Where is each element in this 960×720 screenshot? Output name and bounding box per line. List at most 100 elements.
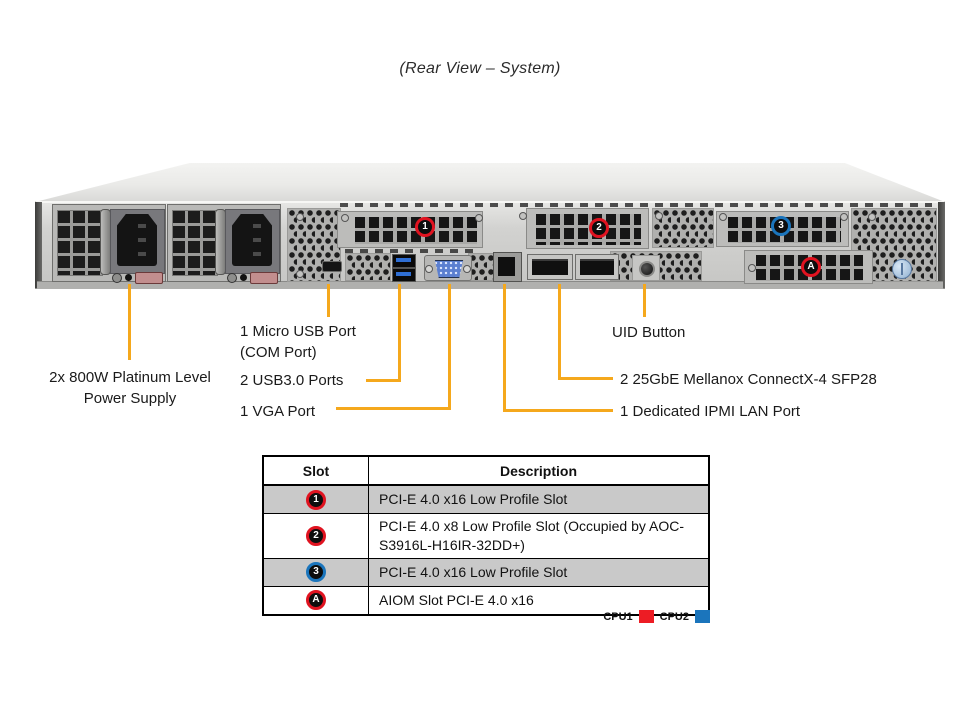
psu-inlet-plate: [110, 209, 165, 274]
ac-inlet-c14: [232, 214, 272, 266]
leader-psu: [128, 284, 131, 360]
usb-tongue: [396, 272, 411, 276]
psu-power-led: [240, 274, 247, 281]
ac-pin: [138, 238, 146, 242]
slot-cell: A: [262, 585, 369, 616]
leader-usb3-vertical: [398, 284, 401, 382]
psu-fan-grille: [172, 210, 218, 276]
ac-pin: [253, 238, 261, 242]
vent-dash-row: [345, 249, 480, 253]
vent-mesh: [652, 208, 714, 248]
leader-vga-horizontal: [336, 407, 451, 410]
table-row: 2 PCI-E 4.0 x8 Low Profile Slot (Occupie…: [262, 513, 710, 559]
ac-pin: [138, 252, 146, 256]
screw: [296, 213, 304, 221]
psu-release-latch: [135, 272, 163, 284]
cpu1-color-swatch: [638, 610, 654, 623]
legend-cpu2-label: CPU2: [659, 610, 689, 623]
slot-cell: 1: [262, 484, 369, 514]
thumbscrew-slot: [901, 263, 903, 275]
description-cell: PCI-E 4.0 x16 Low Profile Slot: [368, 484, 710, 514]
chassis-bottom-edge: [37, 281, 943, 289]
rack-ear-left: [35, 202, 42, 288]
usb-tongue: [396, 258, 411, 262]
vent-mesh: [345, 253, 391, 281]
micro-usb-port: [322, 261, 342, 272]
screw: [519, 212, 527, 220]
ipmi-lan-port: [493, 252, 522, 282]
ac-pin: [253, 224, 261, 228]
callout-micro-usb: 1 Micro USB Port (COM Port): [240, 323, 356, 361]
vga-port: [424, 255, 472, 281]
screw: [868, 213, 876, 221]
legend-cpu1-label: CPU1: [603, 610, 633, 623]
pcie-slot-2-bracket: [526, 208, 649, 249]
callout-vga: 1 VGA Port: [240, 403, 316, 420]
description-cell: PCI-E 4.0 x16 Low Profile Slot: [368, 557, 710, 587]
vga-screw: [463, 265, 471, 273]
rj45-jack: [498, 257, 515, 276]
psu-fan-grille: [57, 210, 103, 276]
psu-power-led: [125, 274, 132, 281]
table-header-row: Slot Description: [262, 455, 710, 486]
page-title: (Rear View – System): [399, 60, 561, 77]
slot-3-badge: 3: [771, 216, 791, 236]
slot-vent-holes: [536, 214, 641, 245]
psu-release-latch: [250, 272, 278, 284]
ac-pin: [253, 252, 261, 256]
sfp28-port-1: [527, 254, 573, 280]
slot-a-badge: A: [801, 257, 821, 277]
server-top-cover: [35, 163, 945, 202]
rack-ear-right: [938, 202, 945, 288]
screw: [655, 212, 663, 220]
vent-dash-row-top: [340, 203, 932, 207]
sfp-cage: [580, 259, 614, 275]
sfp28-port-2: [575, 254, 619, 280]
usb3-port-top: [392, 254, 416, 268]
callout-psu: 2x 800W Platinum Level Power Supply: [49, 369, 211, 407]
leader-ipmi-vertical: [503, 284, 506, 412]
slot-1-badge: 1: [306, 489, 326, 510]
screw: [341, 214, 349, 222]
header-slot: Slot: [262, 455, 369, 486]
uid-button: [639, 261, 655, 277]
leader-sfp-vertical: [558, 284, 561, 380]
leader-ipmi-horizontal: [503, 409, 613, 412]
cpu2-color-swatch: [695, 610, 710, 623]
screw: [748, 264, 756, 272]
psu-inlet-plate: [225, 209, 280, 274]
slot-3-badge: 3: [306, 562, 326, 583]
cpu-legend: CPU1 CPU2: [0, 610, 710, 623]
callout-usb3: 2 USB3.0 Ports: [240, 372, 344, 389]
leader-sfp-horizontal: [558, 377, 613, 380]
leader-uid: [643, 284, 646, 317]
psu-status-led: [112, 273, 122, 283]
usb3-port-bottom: [392, 268, 416, 282]
ac-pin: [138, 224, 146, 228]
leader-usb3-horizontal: [366, 379, 401, 382]
leader-micro-usb: [327, 284, 330, 317]
power-supply-2: [167, 204, 281, 284]
screw: [475, 214, 483, 222]
vga-screw: [425, 265, 433, 273]
thumbscrew: [892, 259, 912, 279]
slot-2-badge: 2: [589, 218, 609, 238]
table-row: 1 PCI-E 4.0 x16 Low Profile Slot: [262, 484, 710, 514]
pcie-slot-1-bracket: [337, 211, 483, 248]
slot-1-badge: 1: [415, 217, 435, 237]
description-cell: PCI-E 4.0 x8 Low Profile Slot (Occupied …: [368, 513, 710, 559]
slot-description-table: Slot Description 1 PCI-E 4.0 x16 Low Pro…: [262, 455, 710, 616]
screw: [296, 270, 304, 278]
screw: [840, 213, 848, 221]
slot-2-badge: 2: [306, 525, 326, 546]
slot-cell: 2: [262, 513, 369, 559]
slot-cell: 3: [262, 557, 369, 587]
header-description: Description: [368, 455, 710, 486]
psu-status-led: [227, 273, 237, 283]
callout-ipmi-lan: 1 Dedicated IPMI LAN Port: [620, 403, 801, 420]
ac-inlet-c14: [117, 214, 157, 266]
vga-dsub-connector: [434, 260, 464, 278]
sfp-cage: [532, 259, 568, 275]
callout-sfp28: 2 25GbE Mellanox ConnectX-4 SFP28: [620, 371, 877, 388]
